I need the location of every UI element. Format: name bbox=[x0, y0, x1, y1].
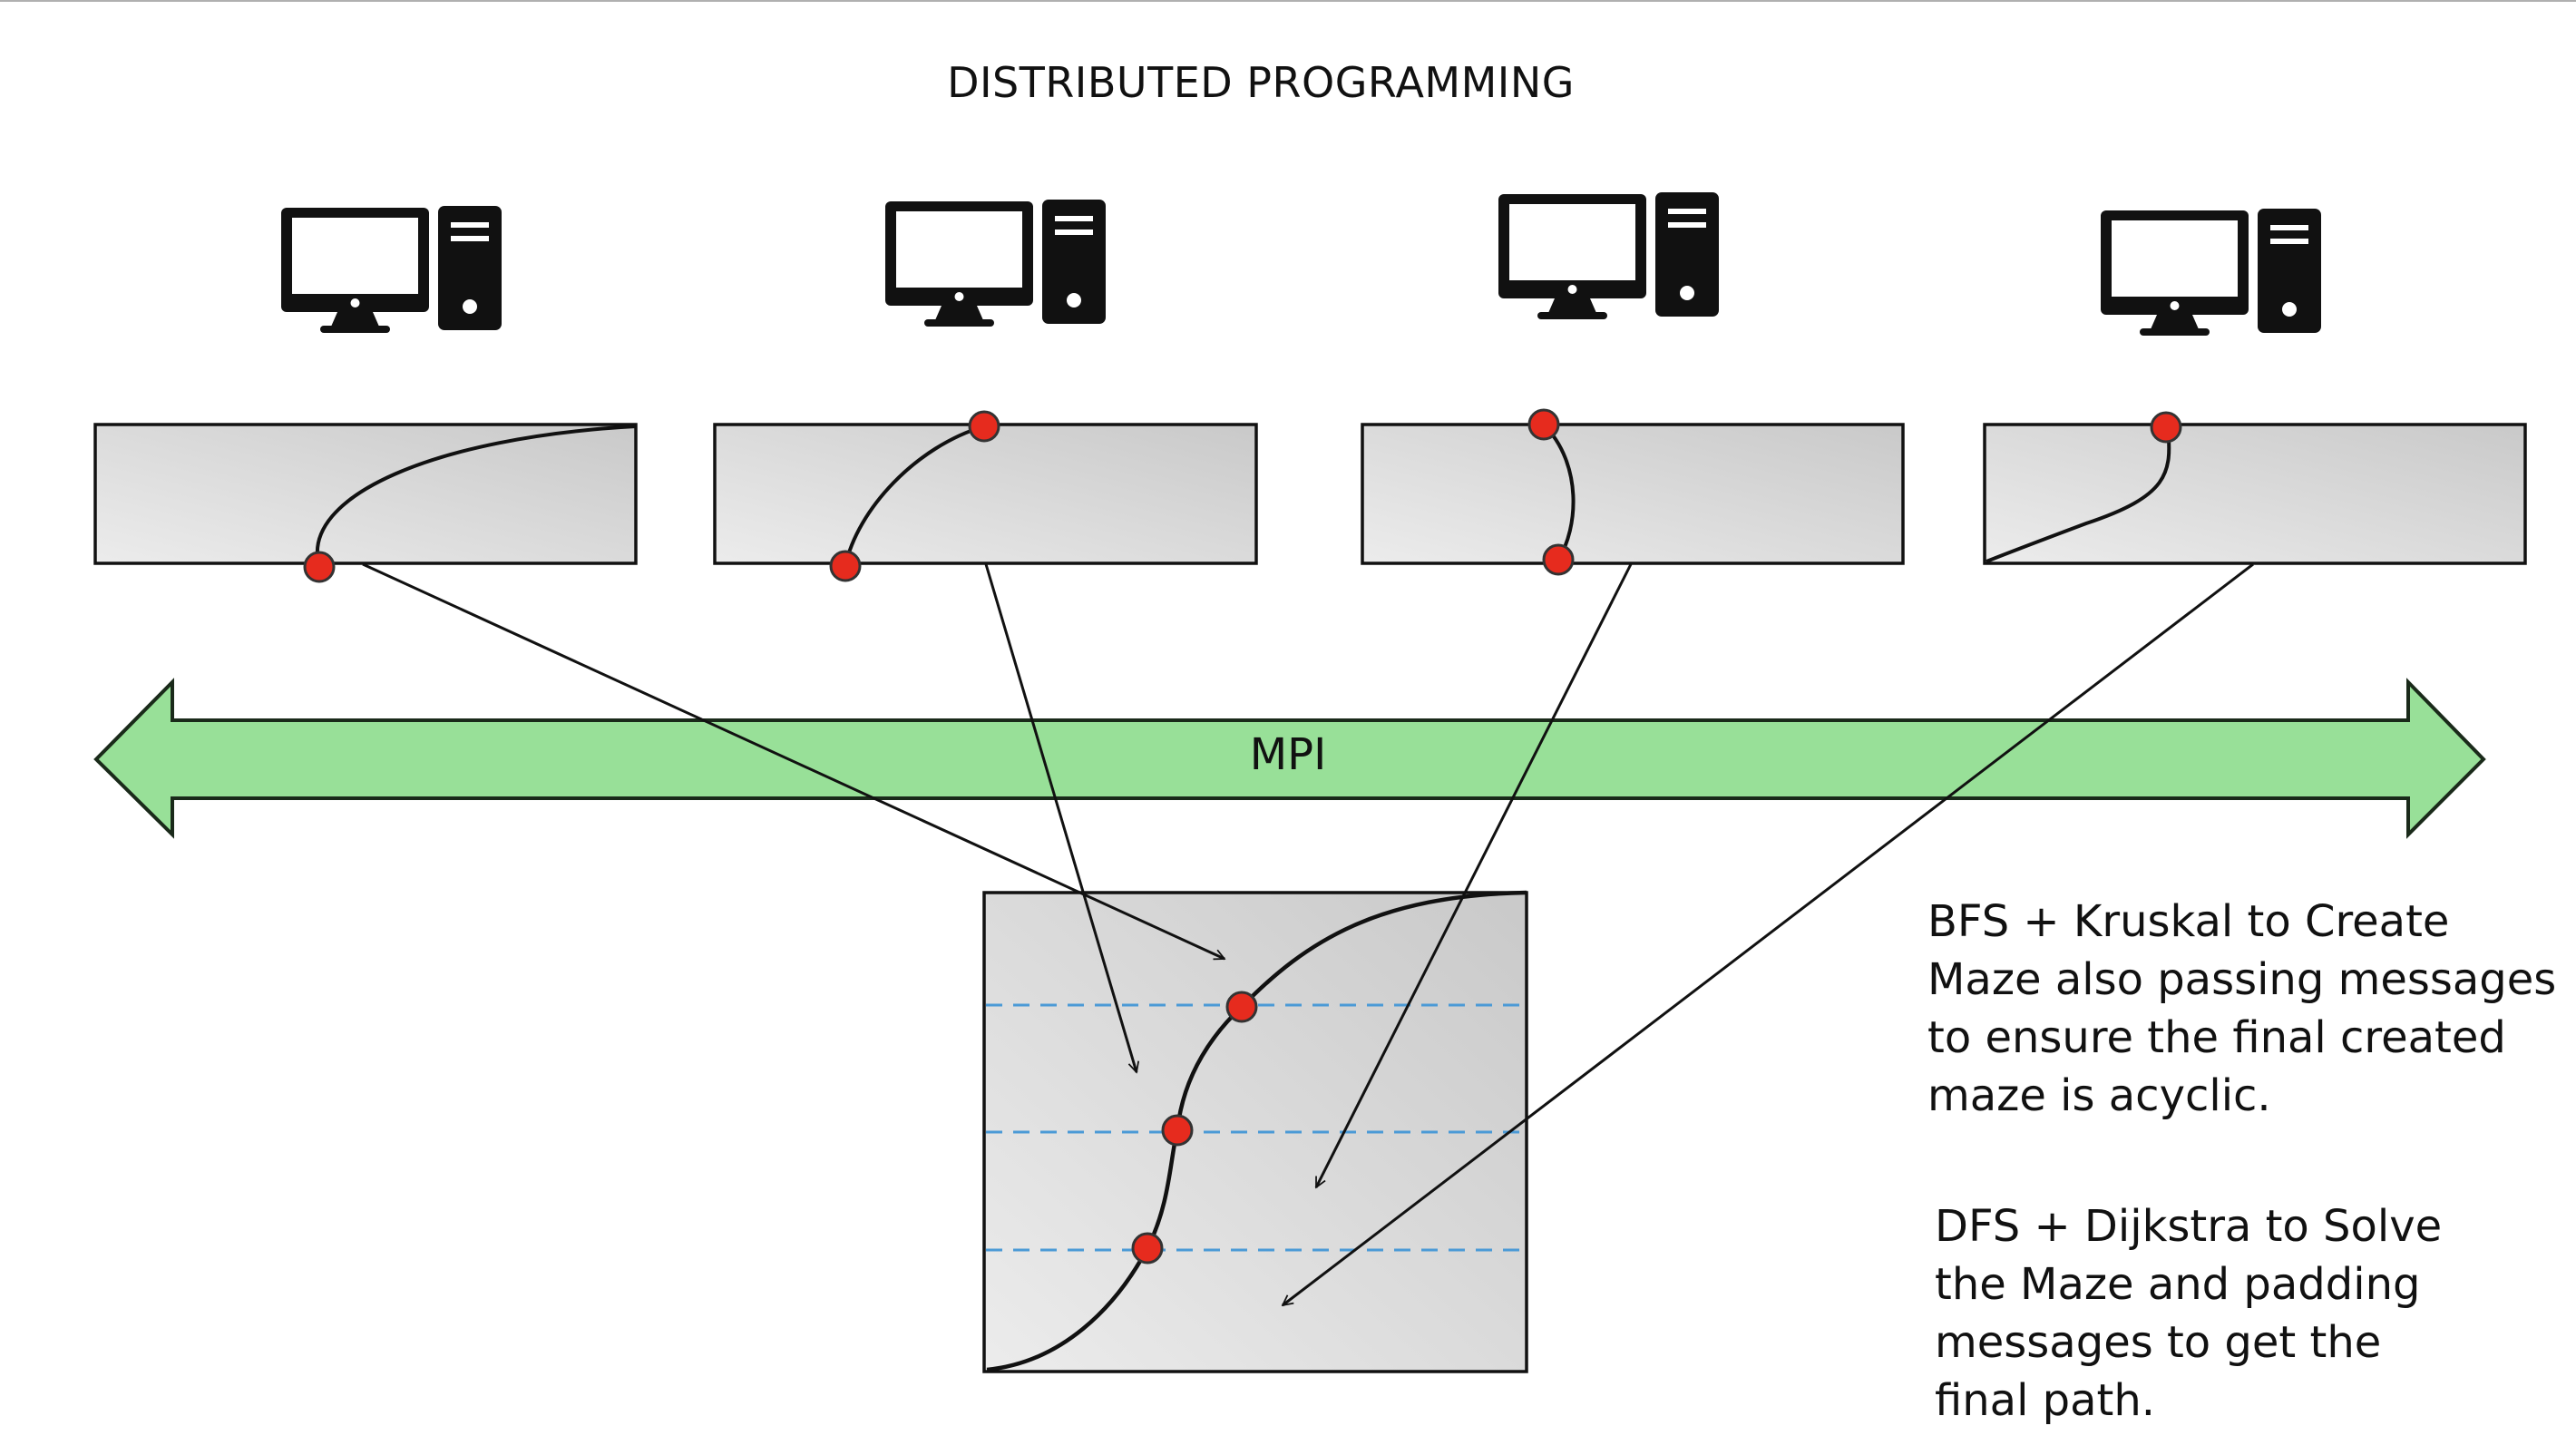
computer-3 bbox=[1498, 192, 1719, 319]
red-point bbox=[1527, 408, 1560, 441]
computer-2 bbox=[885, 200, 1106, 327]
desktop-computer-icon bbox=[1498, 192, 1719, 319]
red-point bbox=[829, 550, 862, 582]
maze-segment-3 bbox=[1361, 408, 1905, 576]
merge-arrow-2 bbox=[984, 563, 1137, 1072]
computer-4 bbox=[2101, 209, 2321, 336]
merge-arrow-4 bbox=[1283, 562, 2254, 1307]
red-point bbox=[968, 410, 1000, 443]
red-point bbox=[1542, 543, 1575, 576]
merge-arrow-1 bbox=[362, 562, 1225, 961]
desktop-computer-icon bbox=[2101, 209, 2321, 336]
combined-maze bbox=[982, 890, 1528, 1373]
maze-segment-2 bbox=[713, 410, 1258, 582]
segment-path bbox=[316, 425, 637, 567]
segment-path bbox=[844, 425, 985, 567]
desktop-computer-icon bbox=[885, 200, 1106, 327]
desktop-computer-icon bbox=[281, 206, 502, 333]
red-point bbox=[1131, 1232, 1164, 1265]
mpi-label: MPI bbox=[1249, 729, 1327, 780]
red-point bbox=[2150, 411, 2182, 444]
segment-path bbox=[1986, 427, 2171, 563]
red-point bbox=[303, 551, 336, 583]
create-maze-note: BFS + Kruskal to Create Maze also passin… bbox=[1927, 896, 2557, 1121]
solve-maze-note: DFS + Dijkstra to Solve the Maze and pad… bbox=[1935, 1201, 2443, 1426]
computer-1 bbox=[281, 206, 502, 333]
diagram-title: DISTRIBUTED PROGRAMMING bbox=[947, 58, 1575, 107]
maze-segment-4 bbox=[1983, 411, 2527, 565]
mpi-double-arrow bbox=[93, 678, 2486, 839]
merge-arrow-3 bbox=[1314, 563, 1633, 1187]
red-point bbox=[1161, 1114, 1194, 1147]
red-point bbox=[1225, 991, 1258, 1023]
maze-segment-1 bbox=[93, 423, 638, 583]
